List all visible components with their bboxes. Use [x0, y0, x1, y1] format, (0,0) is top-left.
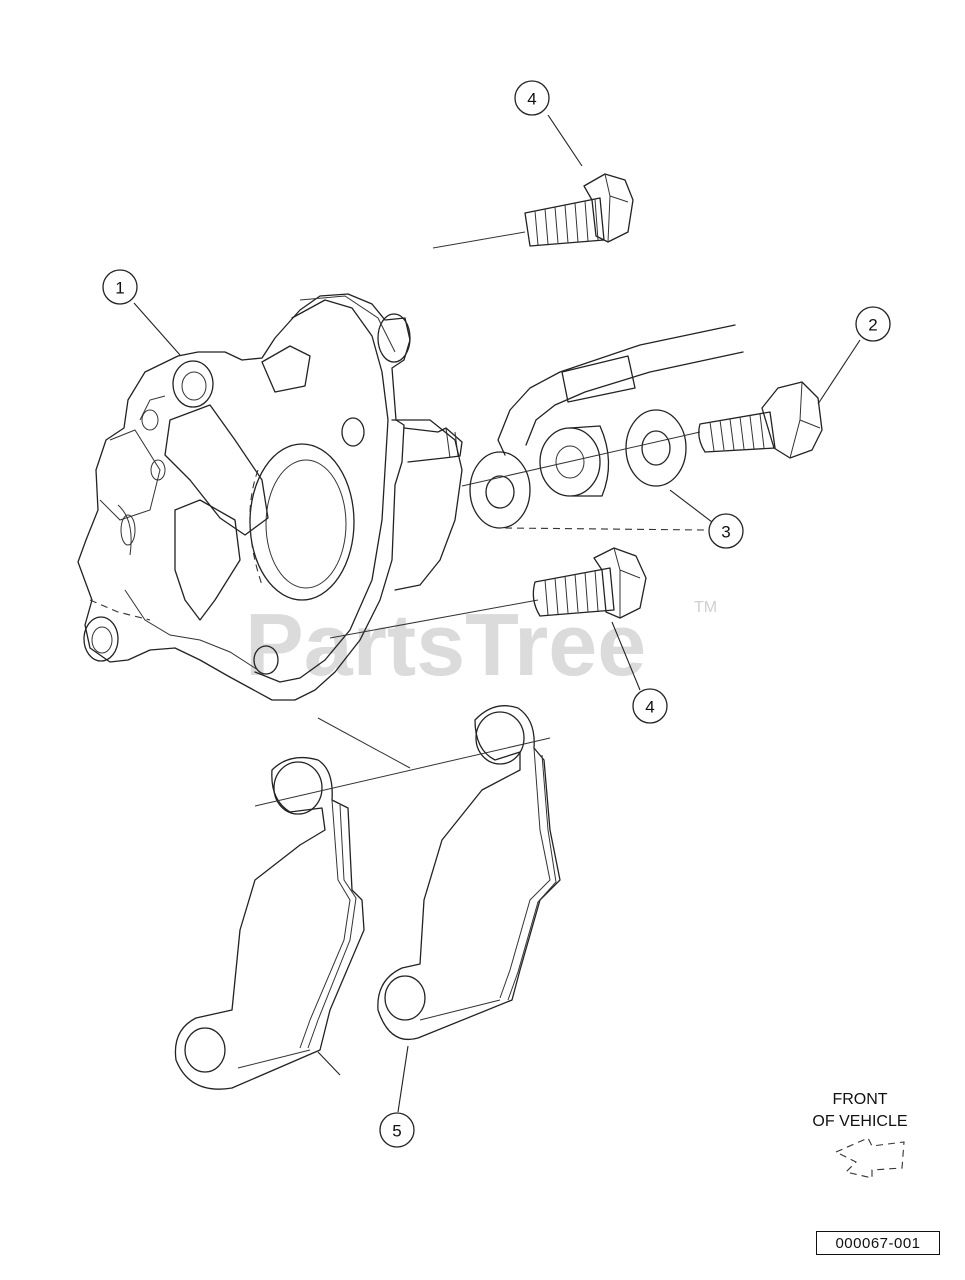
svg-text:2: 2 [868, 316, 877, 335]
leader-5-a [397, 1045, 409, 1113]
bolt-top [432, 173, 634, 249]
front-label-line1: FRONT [832, 1091, 887, 1108]
bolt-lower [329, 547, 647, 639]
callout-4-top: 4 [514, 80, 550, 116]
axis-line-pads [254, 737, 551, 807]
callout-4-lower: 4 [632, 688, 668, 724]
front-of-vehicle-indicator: FRONT OF VEHICLE [812, 1091, 908, 1179]
washer-left [469, 451, 531, 529]
svg-text:4: 4 [645, 698, 654, 717]
leader-5-b [317, 1051, 341, 1076]
leader-4-top [547, 114, 583, 167]
callout-5: 5 [379, 1112, 415, 1148]
banjo-bolt [698, 381, 823, 459]
banjo-fitting [539, 425, 610, 497]
watermark: PartsTree TM [245, 595, 717, 694]
leader-3 [669, 489, 713, 523]
svg-text:3: 3 [721, 523, 730, 542]
watermark-brand: PartsTree [245, 595, 646, 694]
axis-line-banjo [461, 431, 701, 487]
washer-dash-line [504, 527, 706, 531]
watermark-trademark: TM [694, 599, 717, 616]
axis-line-caliper-to-pads [317, 717, 411, 769]
leader-2 [817, 339, 861, 405]
leader-4-lower [611, 621, 641, 691]
washer-right [625, 409, 687, 487]
callout-1: 1 [102, 269, 138, 305]
front-label-line2: OF VEHICLE [812, 1113, 907, 1130]
front-arrow-icon [834, 1137, 905, 1179]
svg-text:5: 5 [392, 1122, 401, 1141]
svg-text:4: 4 [527, 90, 536, 109]
brake-line [497, 324, 744, 456]
callout-2: 2 [855, 306, 891, 342]
leader-1 [133, 302, 181, 356]
caliper-body [77, 293, 463, 701]
svg-text:1: 1 [115, 279, 124, 298]
reference-code: 000067-001 [816, 1231, 940, 1255]
brake-pad-right [377, 705, 561, 1040]
callout-3: 3 [708, 513, 744, 549]
brake-pad-left [174, 756, 365, 1090]
